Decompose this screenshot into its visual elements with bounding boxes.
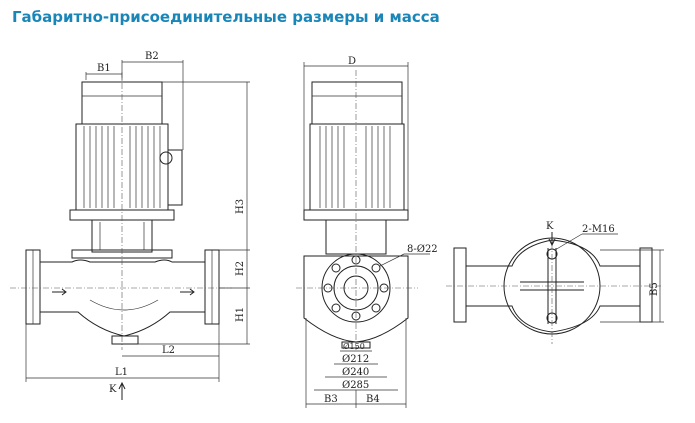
dim-d212: Ø212 — [342, 354, 369, 365]
dim-h3: H3 — [235, 199, 246, 214]
lantern — [91, 219, 153, 253]
arrow-k-label: K — [109, 384, 117, 395]
dim-d150: Ø150 — [343, 342, 365, 351]
dim-d: D — [348, 56, 356, 67]
dim-b4: B4 — [366, 394, 380, 405]
pump-casing — [39, 259, 206, 337]
page-title: Габаритно-присоединительные размеры и ма… — [12, 8, 440, 26]
front-dimensions — [25, 60, 250, 400]
dim-holes: 8-Ø22 — [407, 244, 438, 255]
dim-h2: H2 — [235, 261, 246, 276]
dim-m16: 2-M16 — [582, 224, 615, 235]
arrow-k-top-label: K — [546, 221, 554, 232]
front-view — [10, 72, 232, 350]
dim-d285: Ø285 — [342, 380, 369, 391]
dim-l2: L2 — [162, 345, 175, 356]
side-dimensions — [303, 62, 430, 408]
top-casing-circle — [503, 237, 601, 335]
dim-l1: L1 — [115, 367, 128, 378]
side-view — [296, 70, 418, 350]
dim-d240: Ø240 — [342, 367, 369, 378]
dim-b1: B1 — [97, 63, 111, 74]
top-view — [446, 232, 662, 344]
top-dimensions — [548, 232, 664, 323]
top-inlet-flange — [453, 247, 467, 323]
dim-b3: B3 — [324, 394, 338, 405]
dim-h1: H1 — [235, 307, 246, 322]
dim-b5: B5 — [649, 282, 660, 296]
dim-b2: B2 — [145, 51, 159, 62]
eye-bolt — [159, 151, 173, 165]
